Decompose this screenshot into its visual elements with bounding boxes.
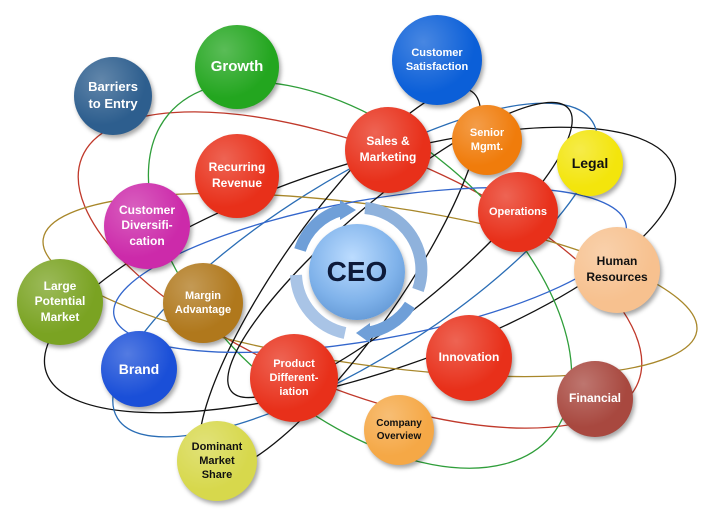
node-legal: Legal — [557, 130, 623, 196]
node-growth: Growth — [195, 25, 279, 109]
orbit-line — [227, 101, 573, 399]
orbit-line — [43, 126, 677, 414]
node-brand: Brand — [101, 331, 177, 407]
node-dominant-market-share: Dominant Market Share — [177, 421, 257, 501]
node-sales-marketing: Sales & Marketing — [345, 107, 431, 193]
node-financial: Financial — [557, 361, 633, 437]
orbit-line — [113, 186, 627, 354]
arrow-ring — [290, 274, 347, 339]
arrow-head — [356, 323, 370, 343]
node-senior-mgmt: Senior Mgmt. — [452, 105, 522, 175]
node-customer-diversification: Customer Diversifi- cation — [104, 183, 190, 269]
node-company-overview: Company Overview — [364, 395, 434, 465]
node-margin-advantage: Margin Advantage — [163, 263, 243, 343]
ceo-label: CEO — [326, 256, 388, 287]
node-product-differentiation: Product Different- iation — [250, 334, 338, 422]
arrow-head — [340, 200, 356, 220]
arrow-ring — [364, 202, 428, 292]
node-customer-satisfaction: Customer Satisfaction — [392, 15, 482, 105]
node-barriers-to-entry: Barriers to Entry — [74, 57, 152, 135]
arrow-ring — [364, 301, 416, 339]
arrow-ring — [294, 204, 344, 253]
node-operations: Operations — [478, 172, 558, 252]
node-innovation: Innovation — [426, 315, 512, 401]
node-large-potential-market: Large Potential Market — [17, 259, 103, 345]
node-recurring-revenue: Recurring Revenue — [195, 134, 279, 218]
ceo-center-node: CEO — [309, 224, 405, 320]
node-human-resources: Human Resources — [574, 227, 660, 313]
orbit-line — [112, 102, 598, 438]
